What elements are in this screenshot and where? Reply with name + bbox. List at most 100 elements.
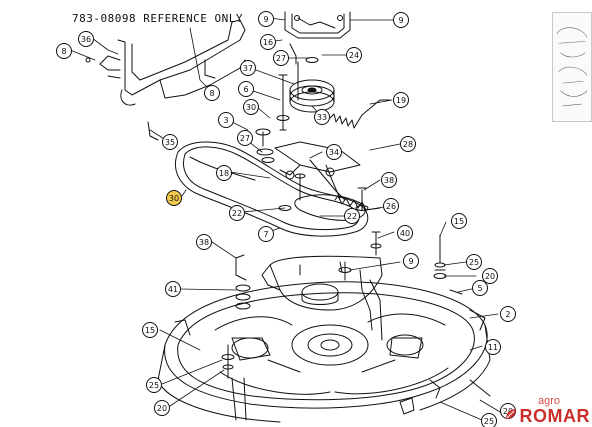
callout-15: 15 [142,322,158,338]
upper-bracket [284,11,351,65]
callout-circle [397,225,413,241]
callout-9: 9 [403,253,419,269]
callout-number: 15 [145,326,155,335]
callout-number: 22 [232,209,242,218]
spring [329,99,391,129]
callout-9: 9 [393,12,409,28]
idler-bracket-plate [261,255,383,341]
callout-circle [237,130,253,146]
callout-circle [258,226,274,242]
reference-label: 783-08098 REFERENCE ONLY [72,12,243,25]
callout-circle [383,198,399,214]
callout-5: 5 [472,280,488,296]
callout-7: 7 [258,226,274,242]
callout-circle [240,60,256,76]
callout-38: 38 [381,172,397,188]
callout-22: 22 [229,205,245,221]
pulley [289,79,335,113]
callout-number: 34 [329,148,339,157]
callout-circle [258,11,274,27]
thumbnail-preview[interactable] [552,12,592,122]
leader-lines [69,17,501,421]
callout-circle [238,81,254,97]
callout-circle [400,136,416,152]
thumbnail-image [556,27,588,107]
callout-circle [142,322,158,338]
callout-number: 20 [503,407,513,416]
callout-number: 8 [209,89,214,98]
callout-number: 24 [349,51,359,60]
callout-15: 15 [451,213,467,229]
callout-33: 33 [314,109,330,125]
callout-circle [485,339,501,355]
brand-leaf-icon [505,409,516,419]
callout-11: 11 [485,339,501,355]
callout-circle [381,172,397,188]
callout-circle [196,234,212,250]
callout-number: 9 [398,16,403,25]
callout-circle [260,34,276,50]
callout-circle [166,190,182,206]
callout-25: 25 [146,377,162,393]
callout-19: 19 [393,92,409,108]
callout-22: 22 [344,208,360,224]
callout-number: 30 [169,194,179,203]
callout-9: 9 [258,11,274,27]
callout-number: 28 [403,140,413,149]
callout-number: 27 [240,134,250,143]
callout-26: 26 [383,198,399,214]
callout-number: 41 [168,285,178,294]
callout-number: 22 [347,212,357,221]
callout-8: 8 [204,85,220,101]
callout-number: 7 [263,230,268,239]
callout-circle [466,254,482,270]
callout-18: 18 [216,165,232,181]
callout-25: 25 [481,413,497,427]
callout-number: 16 [263,38,273,47]
callout-34: 34 [326,144,342,160]
callout-number: 9 [408,257,413,266]
callout-38: 38 [196,234,212,250]
callout-16: 16 [260,34,276,50]
callout-20: 20 [154,400,170,416]
callout-number: 20 [485,272,495,281]
callout-35: 35 [162,134,178,150]
callout-circle [451,213,467,229]
mower-deck [157,281,491,423]
callout-30: 30 [166,190,182,206]
callout-number: 37 [243,64,253,73]
callout-3: 3 [218,112,234,128]
callout-circle [154,400,170,416]
callout-circle [216,165,232,181]
callout-circle [393,12,409,28]
callout-27: 27 [237,130,253,146]
callout-circle [344,208,360,224]
brand-prefix: agro [537,395,560,407]
callout-number: 27 [276,54,286,63]
callout-circle [403,253,419,269]
callout-circle [393,92,409,108]
callout-circle [472,280,488,296]
callout-circle [146,377,162,393]
callout-number: 33 [317,113,327,122]
idler-arm [274,141,361,201]
callout-36: 36 [78,31,94,47]
callout-circle [218,112,234,128]
callout-number: 38 [384,176,394,185]
callout-circle [204,85,220,101]
callout-number: 5 [477,284,482,293]
brand-logo: agro ROMAR [505,395,591,426]
drive-belt [175,141,369,237]
callout-number: 19 [396,96,406,105]
callout-number: 8 [61,47,66,56]
callout-number: 40 [400,229,410,238]
callout-number: 30 [246,103,256,112]
callout-27: 27 [273,50,289,66]
callout-circle [273,50,289,66]
brand-name: ROMAR [519,406,590,426]
callout-28: 28 [400,136,416,152]
callout-30: 30 [243,99,259,115]
callout-8: 8 [56,43,72,59]
